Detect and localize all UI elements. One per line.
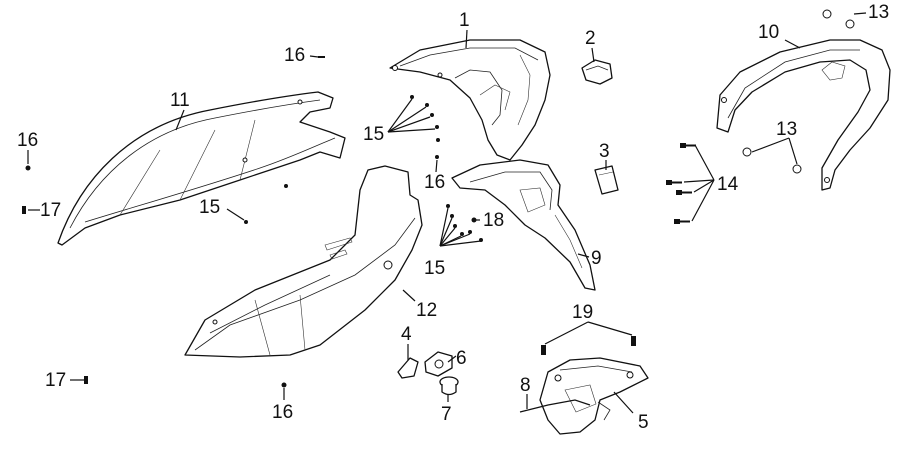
part-10-grab-rail — [716, 39, 891, 191]
fasteners — [22, 9, 855, 388]
callout-15-left: 15 — [199, 197, 220, 218]
callout-8: 8 — [520, 375, 531, 396]
part-1-rear-center-cover — [389, 39, 551, 161]
callout-16-bottom: 16 — [272, 402, 293, 423]
callout-12: 12 — [416, 300, 437, 321]
part-6-seal-plate — [424, 351, 453, 377]
callout-10: 10 — [758, 22, 779, 43]
callout-numbers: 1 2 3 4 5 6 7 8 9 10 11 12 13 13 14 15 1… — [17, 2, 889, 433]
callout-17-lower: 17 — [45, 370, 66, 391]
callout-13-top: 13 — [868, 2, 889, 23]
callout-6: 6 — [456, 348, 467, 369]
part-11-left-side-cover — [57, 91, 346, 246]
callout-16-top: 16 — [284, 45, 305, 66]
leader-lines — [27, 12, 867, 414]
callout-2: 2 — [585, 28, 596, 49]
callout-7: 7 — [441, 404, 452, 425]
callout-16-center: 16 — [424, 172, 445, 193]
part-4-clip — [397, 357, 419, 379]
callout-11: 11 — [170, 90, 190, 111]
callout-5: 5 — [638, 412, 649, 433]
part-2-bracket — [581, 59, 613, 85]
callout-3: 3 — [599, 141, 610, 162]
part-8-cable — [519, 399, 591, 413]
callout-15-lower: 15 — [424, 258, 445, 279]
callout-19: 19 — [572, 302, 593, 323]
callout-4: 4 — [401, 324, 412, 345]
callout-13-middle: 13 — [776, 119, 797, 140]
callout-18: 18 — [483, 210, 504, 231]
part-7-lock-cylinder — [439, 376, 459, 396]
part-3-pad — [594, 165, 619, 195]
part-12-right-side-cover — [184, 165, 423, 358]
callout-1: 1 — [459, 10, 470, 31]
part-5-seat-latch — [539, 357, 649, 435]
callout-9: 9 — [591, 248, 602, 269]
callout-15-upper: 15 — [363, 124, 384, 145]
part-9-rear-fender — [451, 159, 596, 291]
callout-17-upper: 17 — [40, 200, 61, 221]
callout-16-left: 16 — [17, 130, 38, 151]
callout-14: 14 — [717, 174, 739, 195]
